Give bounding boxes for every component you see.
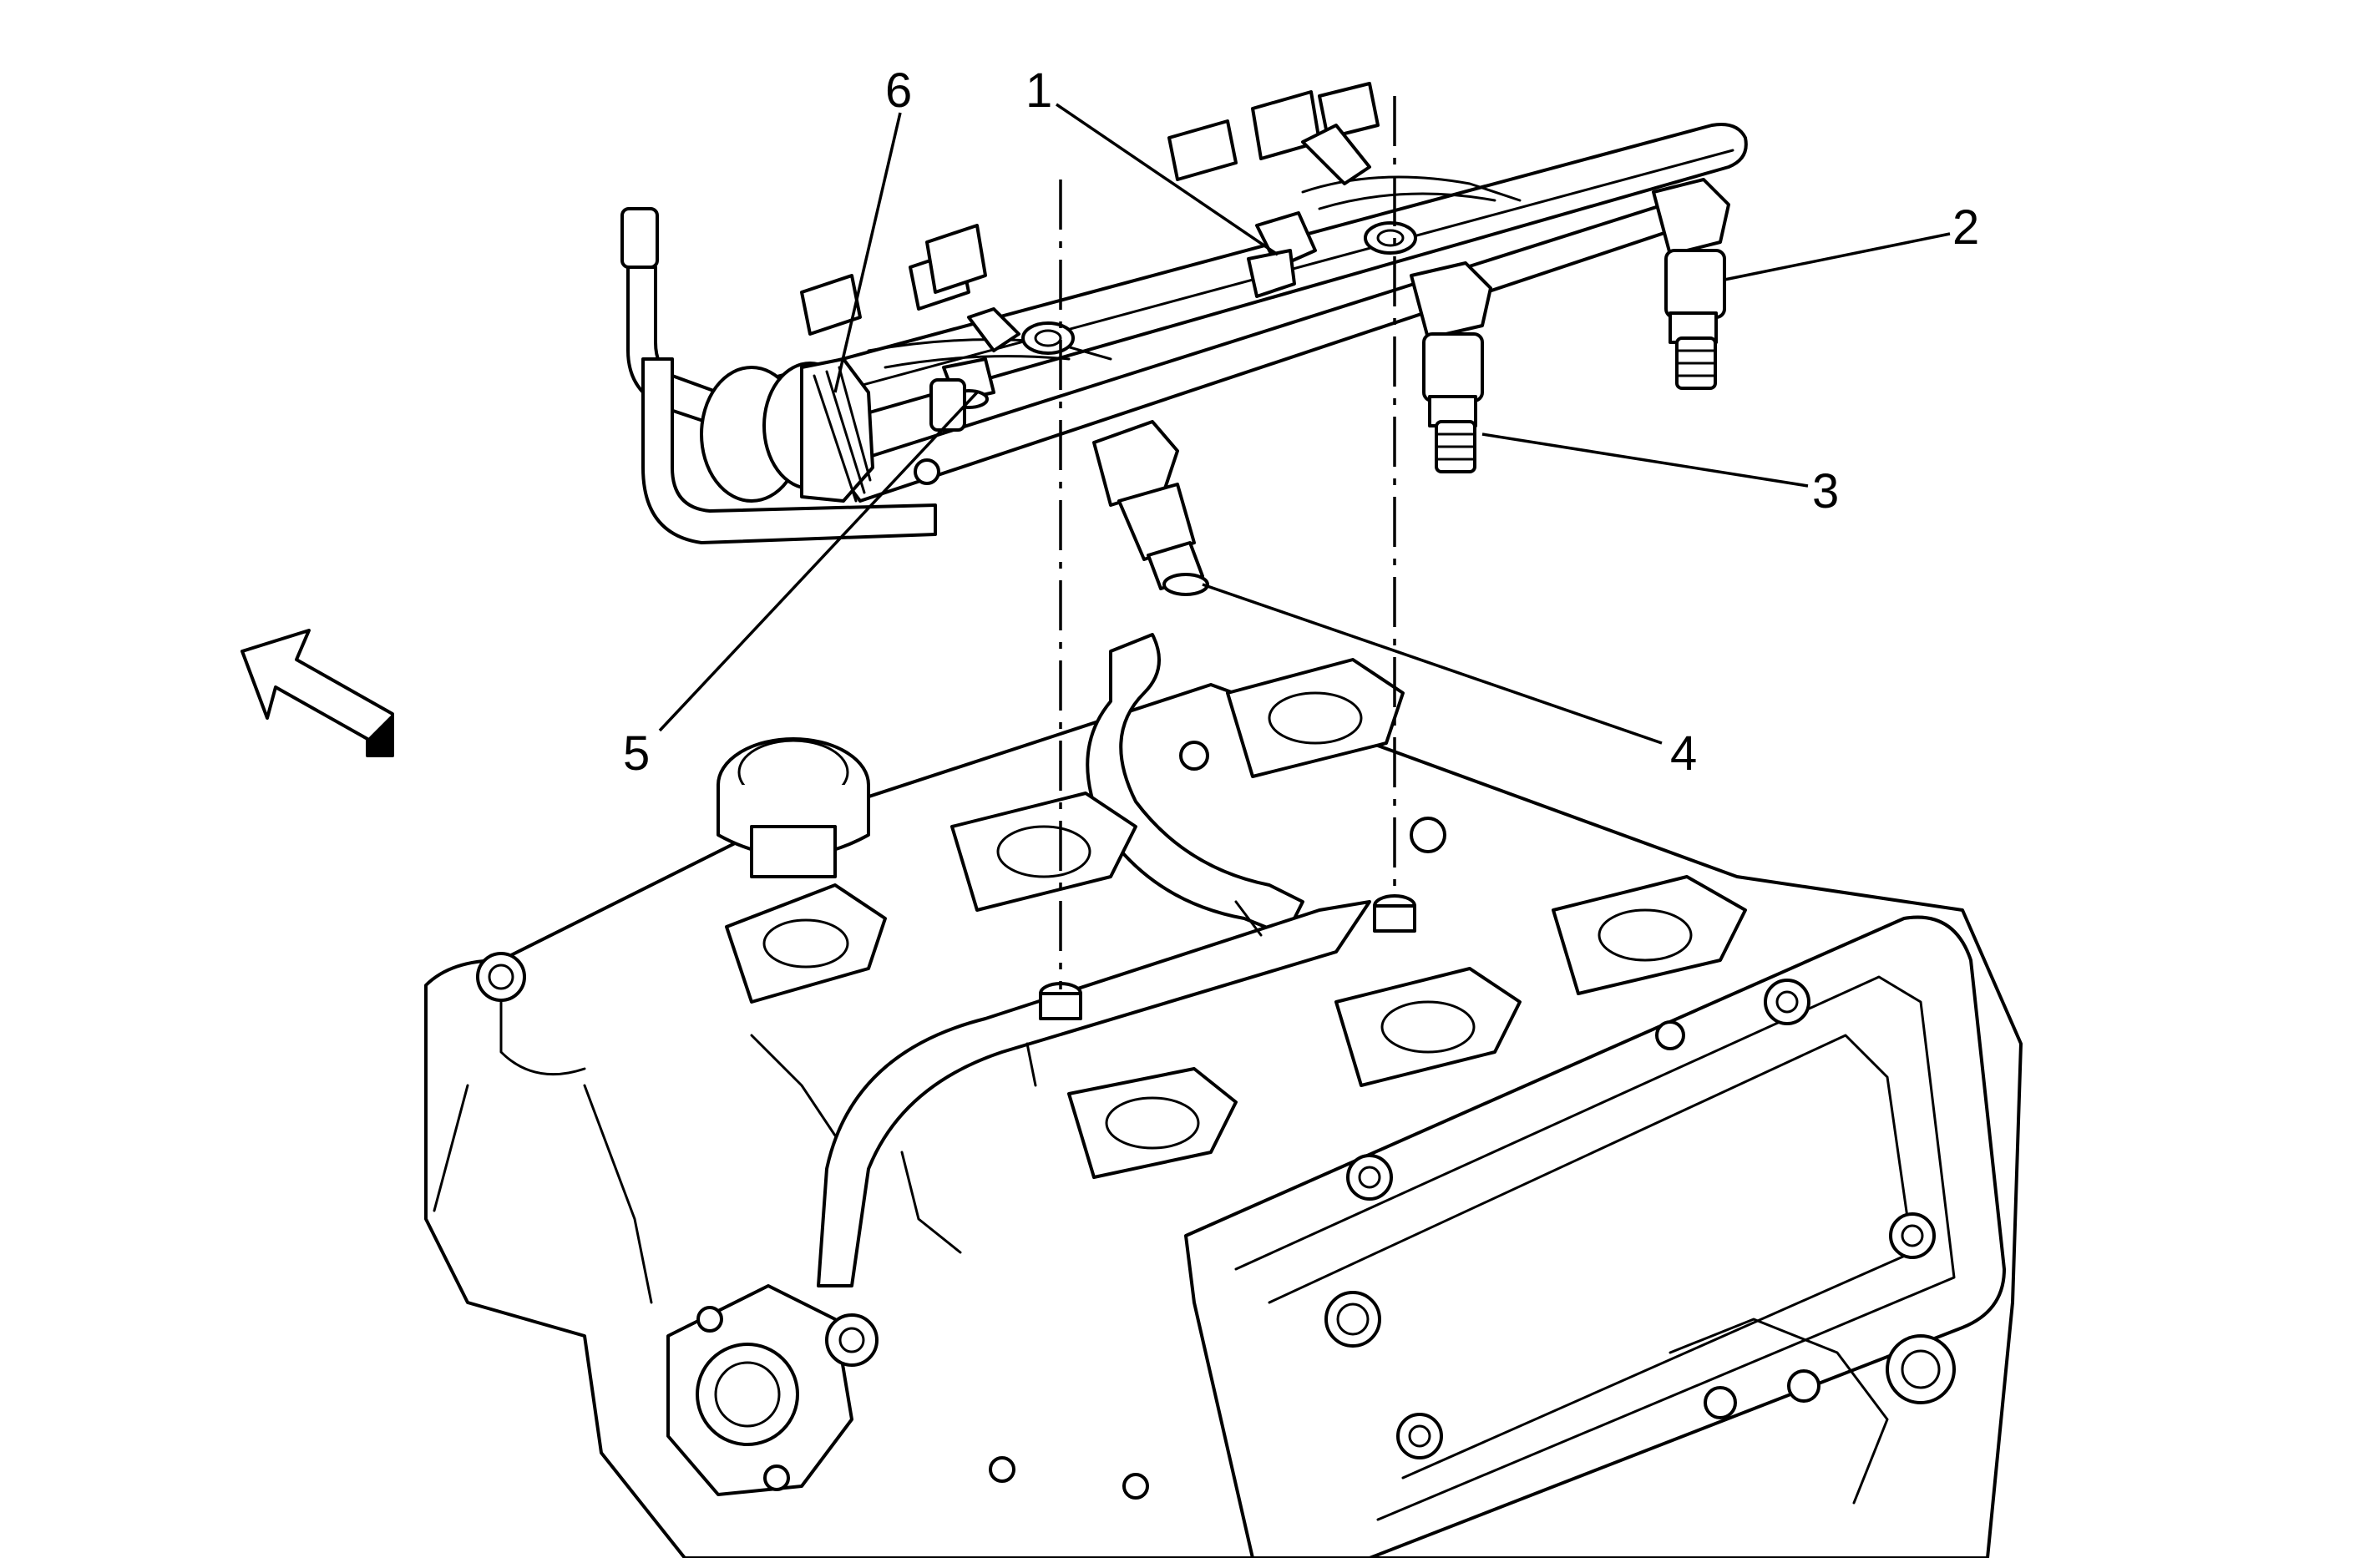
fuel-injector-4	[1092, 420, 1209, 596]
callout-6: 6	[885, 63, 912, 118]
fuel-rail-assembly	[620, 82, 1748, 544]
intake-ports	[725, 658, 1747, 1179]
leader-lines	[658, 103, 1951, 745]
callout-5: 5	[623, 726, 650, 781]
front-direction-arrow	[241, 629, 394, 757]
fuel-injector-3	[1410, 261, 1492, 473]
water-outlet	[666, 1284, 879, 1496]
oil-fill-cap	[717, 737, 870, 878]
engine-intake-manifold	[424, 633, 2023, 1558]
valve-cover	[1184, 915, 2006, 1558]
injector-installed-1	[1247, 211, 1317, 298]
callout-3: 3	[1812, 464, 1839, 518]
fuel-injector-2	[1652, 178, 1730, 390]
callout-4: 4	[1670, 726, 1697, 781]
valve-cover-bolts	[1324, 979, 1936, 1459]
alignment-lines	[1059, 96, 1396, 989]
pressure-regulator	[700, 357, 874, 503]
callout-1: 1	[1025, 63, 1052, 118]
callout-2: 2	[1952, 200, 1979, 255]
fuel-rail-tube	[717, 123, 1748, 453]
rail-mount-bosses	[1039, 894, 1416, 1020]
rail-clips	[800, 82, 1380, 336]
callout-labels: 6 1 2 3 4 5	[623, 63, 1979, 781]
